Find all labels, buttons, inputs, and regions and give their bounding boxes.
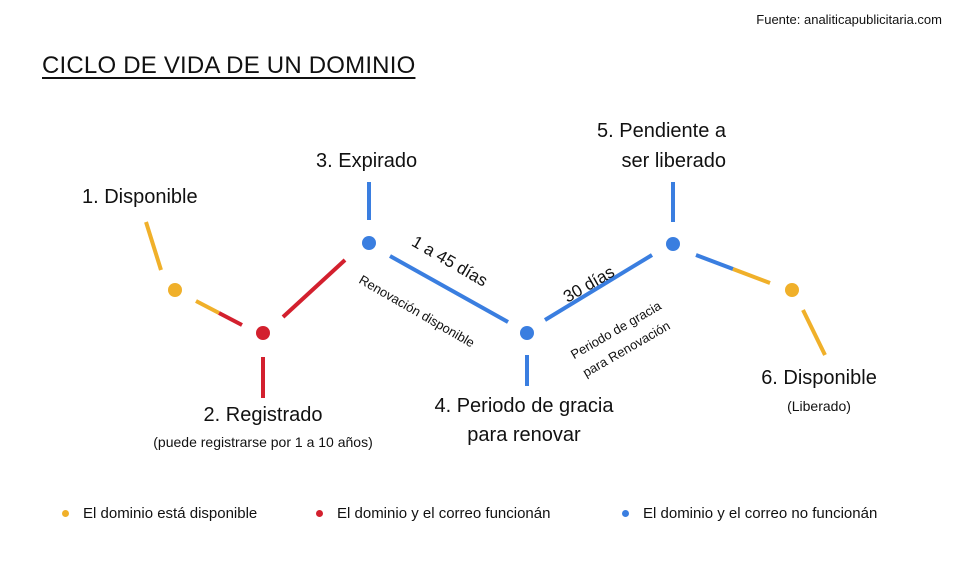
- stage-6-stem: [801, 309, 827, 356]
- legend-item-available: El dominio está disponible: [62, 505, 257, 522]
- legend-label-available: El dominio está disponible: [83, 505, 258, 522]
- stage-2-note: (puede registrarse por 1 a 10 años): [153, 434, 373, 450]
- legend-label-working: El dominio y el correo funcionán: [337, 505, 551, 522]
- stage-4-dot: [520, 326, 534, 340]
- stage-4-label-line1: 4. Periodo de gracia: [434, 395, 614, 417]
- legend-item-not-working: El dominio y el correo no funcionán: [622, 505, 877, 522]
- legend-dot-working-icon: [316, 510, 323, 517]
- connector-5-6-blue: [695, 253, 734, 271]
- legend-dot-available-icon: [62, 510, 69, 517]
- connector-1-2-yellow: [195, 299, 220, 315]
- legend-dot-not-working-icon: [622, 510, 629, 517]
- stage-6-note: (Liberado): [787, 398, 851, 414]
- legend-item-working: El dominio y el correo funcionán: [316, 505, 550, 522]
- legend-label-not-working: El dominio y el correo no funcionán: [643, 505, 878, 522]
- stage-3-dot: [362, 236, 376, 250]
- stage-3-label: 3. Expirado: [316, 150, 418, 172]
- stage-1-stem: [144, 221, 163, 271]
- stage-2-label: 2. Registrado: [203, 404, 323, 426]
- stage-5-label-line1: 5. Pendiente a: [597, 120, 726, 142]
- stage-6-label: 6. Disponible: [761, 367, 877, 389]
- connector-5-6-yellow: [732, 267, 771, 285]
- stage-6-dot: [785, 283, 799, 297]
- stage-2-dot: [256, 326, 270, 340]
- connector-2-3: [281, 258, 347, 319]
- stage-5-label-line2: ser liberado: [621, 150, 726, 172]
- stage-1-label: 1. Disponible: [82, 186, 198, 208]
- connector-1-2-red: [218, 311, 243, 327]
- connector-3-4: [389, 254, 509, 324]
- source-credit: Fuente: analiticapublicitaria.com: [756, 12, 942, 27]
- stage-1-dot: [168, 283, 182, 297]
- stage-4-label-line2: para renovar: [467, 424, 581, 446]
- stage-5-dot: [666, 237, 680, 251]
- connector-4-5: [543, 253, 654, 322]
- diagram-title: CICLO DE VIDA DE UN DOMINIO: [42, 52, 416, 79]
